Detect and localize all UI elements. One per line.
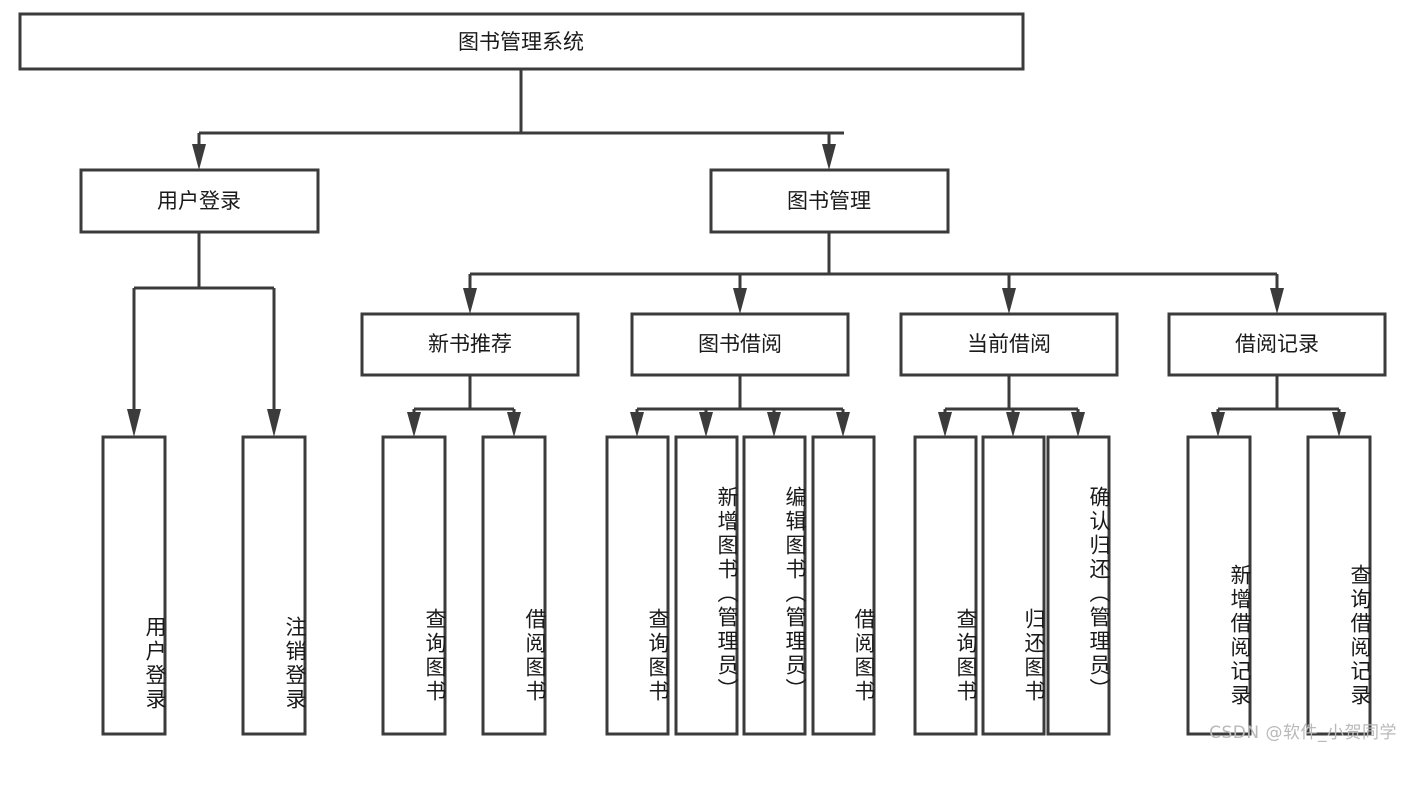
leaf-box-return-book[interactable] — [981, 435, 1046, 736]
node-new-book-recommend[interactable] — [360, 312, 580, 377]
node-current-borrow-label: 当前借阅 — [967, 332, 1051, 356]
arrow-head-icon — [267, 409, 281, 437]
arrow-head-icon — [192, 144, 206, 170]
arrow-head-icon — [1332, 412, 1346, 437]
node-user-login-label: 用户登录 — [157, 189, 241, 213]
node-current-borrow[interactable] — [899, 312, 1119, 377]
leaf-box-add-borrow-record[interactable] — [1186, 435, 1252, 736]
arrow-head-icon — [630, 412, 644, 437]
leaf-box-borrow-book[interactable] — [811, 435, 876, 736]
connectors-user-login-to-leaves — [127, 232, 281, 437]
connectors-current-borrow-to-leaves — [938, 375, 1085, 437]
connectors-borrow-record-to-leaves — [1211, 375, 1346, 437]
node-root-book-management-system[interactable] — [18, 12, 1025, 71]
connectors-book-borrow-to-leaves — [630, 375, 850, 437]
leaf-box-borrow-book-new[interactable] — [481, 435, 547, 736]
leaf-box-logout[interactable] — [241, 435, 307, 736]
arrow-head-icon — [407, 412, 421, 437]
node-borrow-record[interactable] — [1167, 312, 1387, 377]
arrow-head-icon — [699, 412, 713, 437]
leaf-box-query-book-borrow[interactable] — [605, 435, 670, 736]
arrow-head-icon — [463, 288, 477, 314]
arrow-head-icon — [1002, 288, 1016, 314]
arrow-head-icon — [822, 144, 836, 170]
node-borrow-record-label: 借阅记录 — [1235, 332, 1319, 356]
leaf-box-add-book-admin[interactable] — [674, 435, 739, 736]
arrow-head-icon — [733, 288, 747, 314]
leaf-box-user-login[interactable] — [101, 435, 167, 736]
leaf-box-confirm-return-admin[interactable] — [1046, 435, 1111, 736]
connectors-new-book-to-leaves — [407, 375, 521, 437]
arrow-head-icon — [127, 409, 141, 437]
connectors-root-to-level2 — [192, 69, 844, 170]
leaf-box-query-book-new[interactable] — [381, 435, 447, 736]
arrow-head-icon — [1270, 288, 1284, 314]
arrow-head-icon — [938, 412, 952, 437]
arrow-head-icon — [767, 412, 781, 437]
watermark-text: CSDN @软件_小贺同学 — [1209, 723, 1397, 743]
arrow-head-icon — [1071, 412, 1085, 437]
node-book-management-label: 图书管理 — [787, 189, 871, 213]
connectors-book-manage-to-level3 — [463, 232, 1284, 314]
flowchart-canvas: 图书管理系统 用户登录 图书管理 新书推荐 图书借阅 当前借阅 借阅记录 用户登… — [18, 12, 1397, 743]
leaf-box-query-borrow-record[interactable] — [1306, 435, 1372, 736]
arrow-head-icon — [1211, 412, 1225, 437]
node-book-borrow[interactable] — [630, 312, 850, 377]
flowchart-svg: 图书管理系统 用户登录 图书管理 新书推荐 图书借阅 当前借阅 借阅记录 — [18, 12, 1387, 736]
node-root-label: 图书管理系统 — [458, 30, 584, 54]
arrow-head-icon — [507, 412, 521, 437]
node-new-book-recommend-label: 新书推荐 — [428, 332, 512, 356]
leaf-box-edit-book-admin[interactable] — [742, 435, 807, 736]
leaf-box-query-book-current[interactable] — [913, 435, 978, 736]
arrow-head-icon — [836, 412, 850, 437]
arrow-head-icon — [1006, 412, 1020, 437]
node-book-management[interactable] — [709, 168, 950, 234]
node-user-login[interactable] — [79, 168, 320, 234]
node-book-borrow-label: 图书借阅 — [698, 332, 782, 356]
